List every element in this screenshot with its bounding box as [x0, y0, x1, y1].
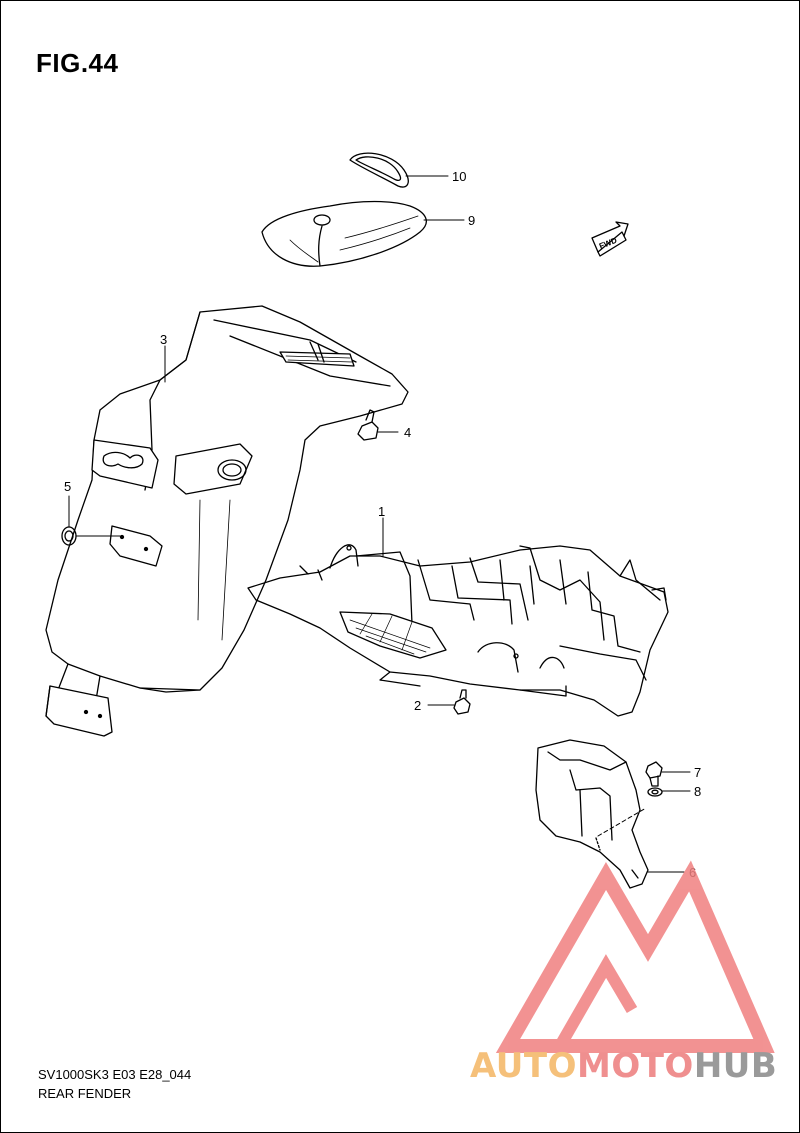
watermark-part-auto: AUTO [470, 1046, 577, 1086]
watermark-part-hub: HUB [693, 1046, 778, 1086]
watermark-logo [495, 860, 775, 1053]
callout-7: 7 [694, 765, 701, 780]
footer-name: REAR FENDER [38, 1086, 132, 1101]
part-4-screw [357, 409, 379, 441]
callout-4: 4 [404, 425, 411, 440]
part-9-tool-bag [261, 200, 427, 267]
leader-lines [68, 175, 691, 873]
part-7-bolt [645, 761, 663, 787]
part-10-band [349, 152, 409, 188]
part-5-grommet [61, 526, 77, 546]
callout-5: 5 [64, 479, 71, 494]
callout-1: 1 [378, 504, 385, 519]
part-2-screw [453, 689, 471, 715]
part-1-inner-fender [247, 544, 669, 717]
callout-10: 10 [452, 169, 466, 184]
watermark-part-moto: MOTO [576, 1046, 694, 1086]
figure-title: FIG.44 [36, 48, 119, 78]
callout-8: 8 [694, 784, 701, 799]
part-6-mudguard [535, 739, 649, 889]
fwd-arrow-icon [591, 221, 629, 257]
callout-3: 3 [160, 332, 167, 347]
callout-2: 2 [414, 698, 421, 713]
watermark-text: AUTOMOTOHUB [470, 1046, 777, 1086]
callout-9: 9 [468, 213, 475, 228]
footer-code: SV1000SK3 E03 E28_044 [38, 1067, 192, 1082]
part-8-washer [647, 787, 663, 797]
part-3-rear-fender [45, 305, 409, 737]
